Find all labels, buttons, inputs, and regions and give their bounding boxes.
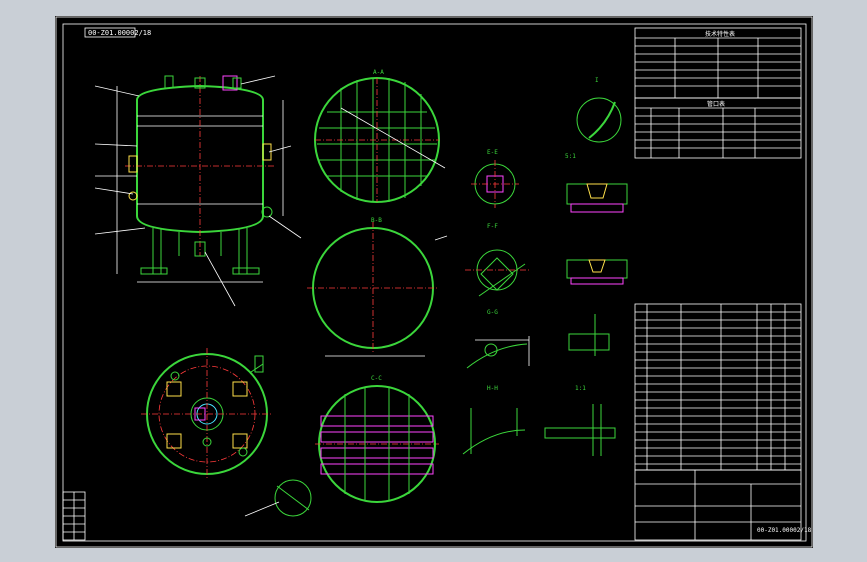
svg-text:1:1: 1:1 [575, 385, 586, 392]
weld-detail-4: 1:1 [544, 385, 616, 456]
view-bb-label: B-B [371, 217, 382, 224]
cad-drawing-sheet: 00-Z01.00002/18 [55, 16, 813, 548]
title-box [84, 27, 136, 38]
svg-text:E-E: E-E [487, 149, 498, 156]
parts-list-table [634, 303, 802, 471]
svg-text:5:1: 5:1 [565, 153, 576, 160]
svg-text:F-F: F-F [487, 223, 498, 230]
detail-circle-bottom [244, 479, 312, 517]
vessel-elevation [94, 75, 302, 307]
outer-frame [55, 16, 813, 548]
detail-view-i: I [576, 77, 622, 143]
view-g-g: G-G [466, 309, 530, 369]
title-block-drawing-no: 00-Z01.00002/18 [757, 527, 812, 534]
svg-text:G-G: G-G [487, 309, 498, 316]
vessel-plan-view [141, 348, 273, 480]
nozzle-table: 管口表 [634, 97, 802, 159]
cad-drawing: 00-Z01.00002/18 [55, 16, 813, 548]
svg-text:管口表: 管口表 [707, 100, 725, 108]
view-cc-label: C-C [371, 375, 382, 382]
weld-detail-1: 5:1 [565, 153, 628, 213]
title-box-text: 00-Z01.00002/18 [88, 29, 151, 37]
title-block: 00-Z01.00002/18 [634, 469, 812, 541]
weld-detail-3 [568, 314, 610, 356]
revision-block [62, 491, 86, 541]
view-f-f: F-F [465, 223, 529, 297]
weld-detail-2 [566, 259, 628, 285]
view-h-h: H-H [462, 385, 526, 455]
svg-text:技术特性表: 技术特性表 [705, 30, 735, 38]
view-c-c: C-C [315, 375, 439, 503]
svg-text:I: I [595, 77, 599, 84]
inner-frame [62, 23, 807, 542]
view-e-e: E-E [471, 149, 519, 208]
technical-spec-table: 技术特性表 [634, 27, 802, 99]
view-b-b: B-B [307, 217, 448, 357]
view-a-a: A-A [314, 69, 446, 203]
svg-text:H-H: H-H [487, 385, 498, 392]
view-aa-label: A-A [373, 69, 384, 76]
